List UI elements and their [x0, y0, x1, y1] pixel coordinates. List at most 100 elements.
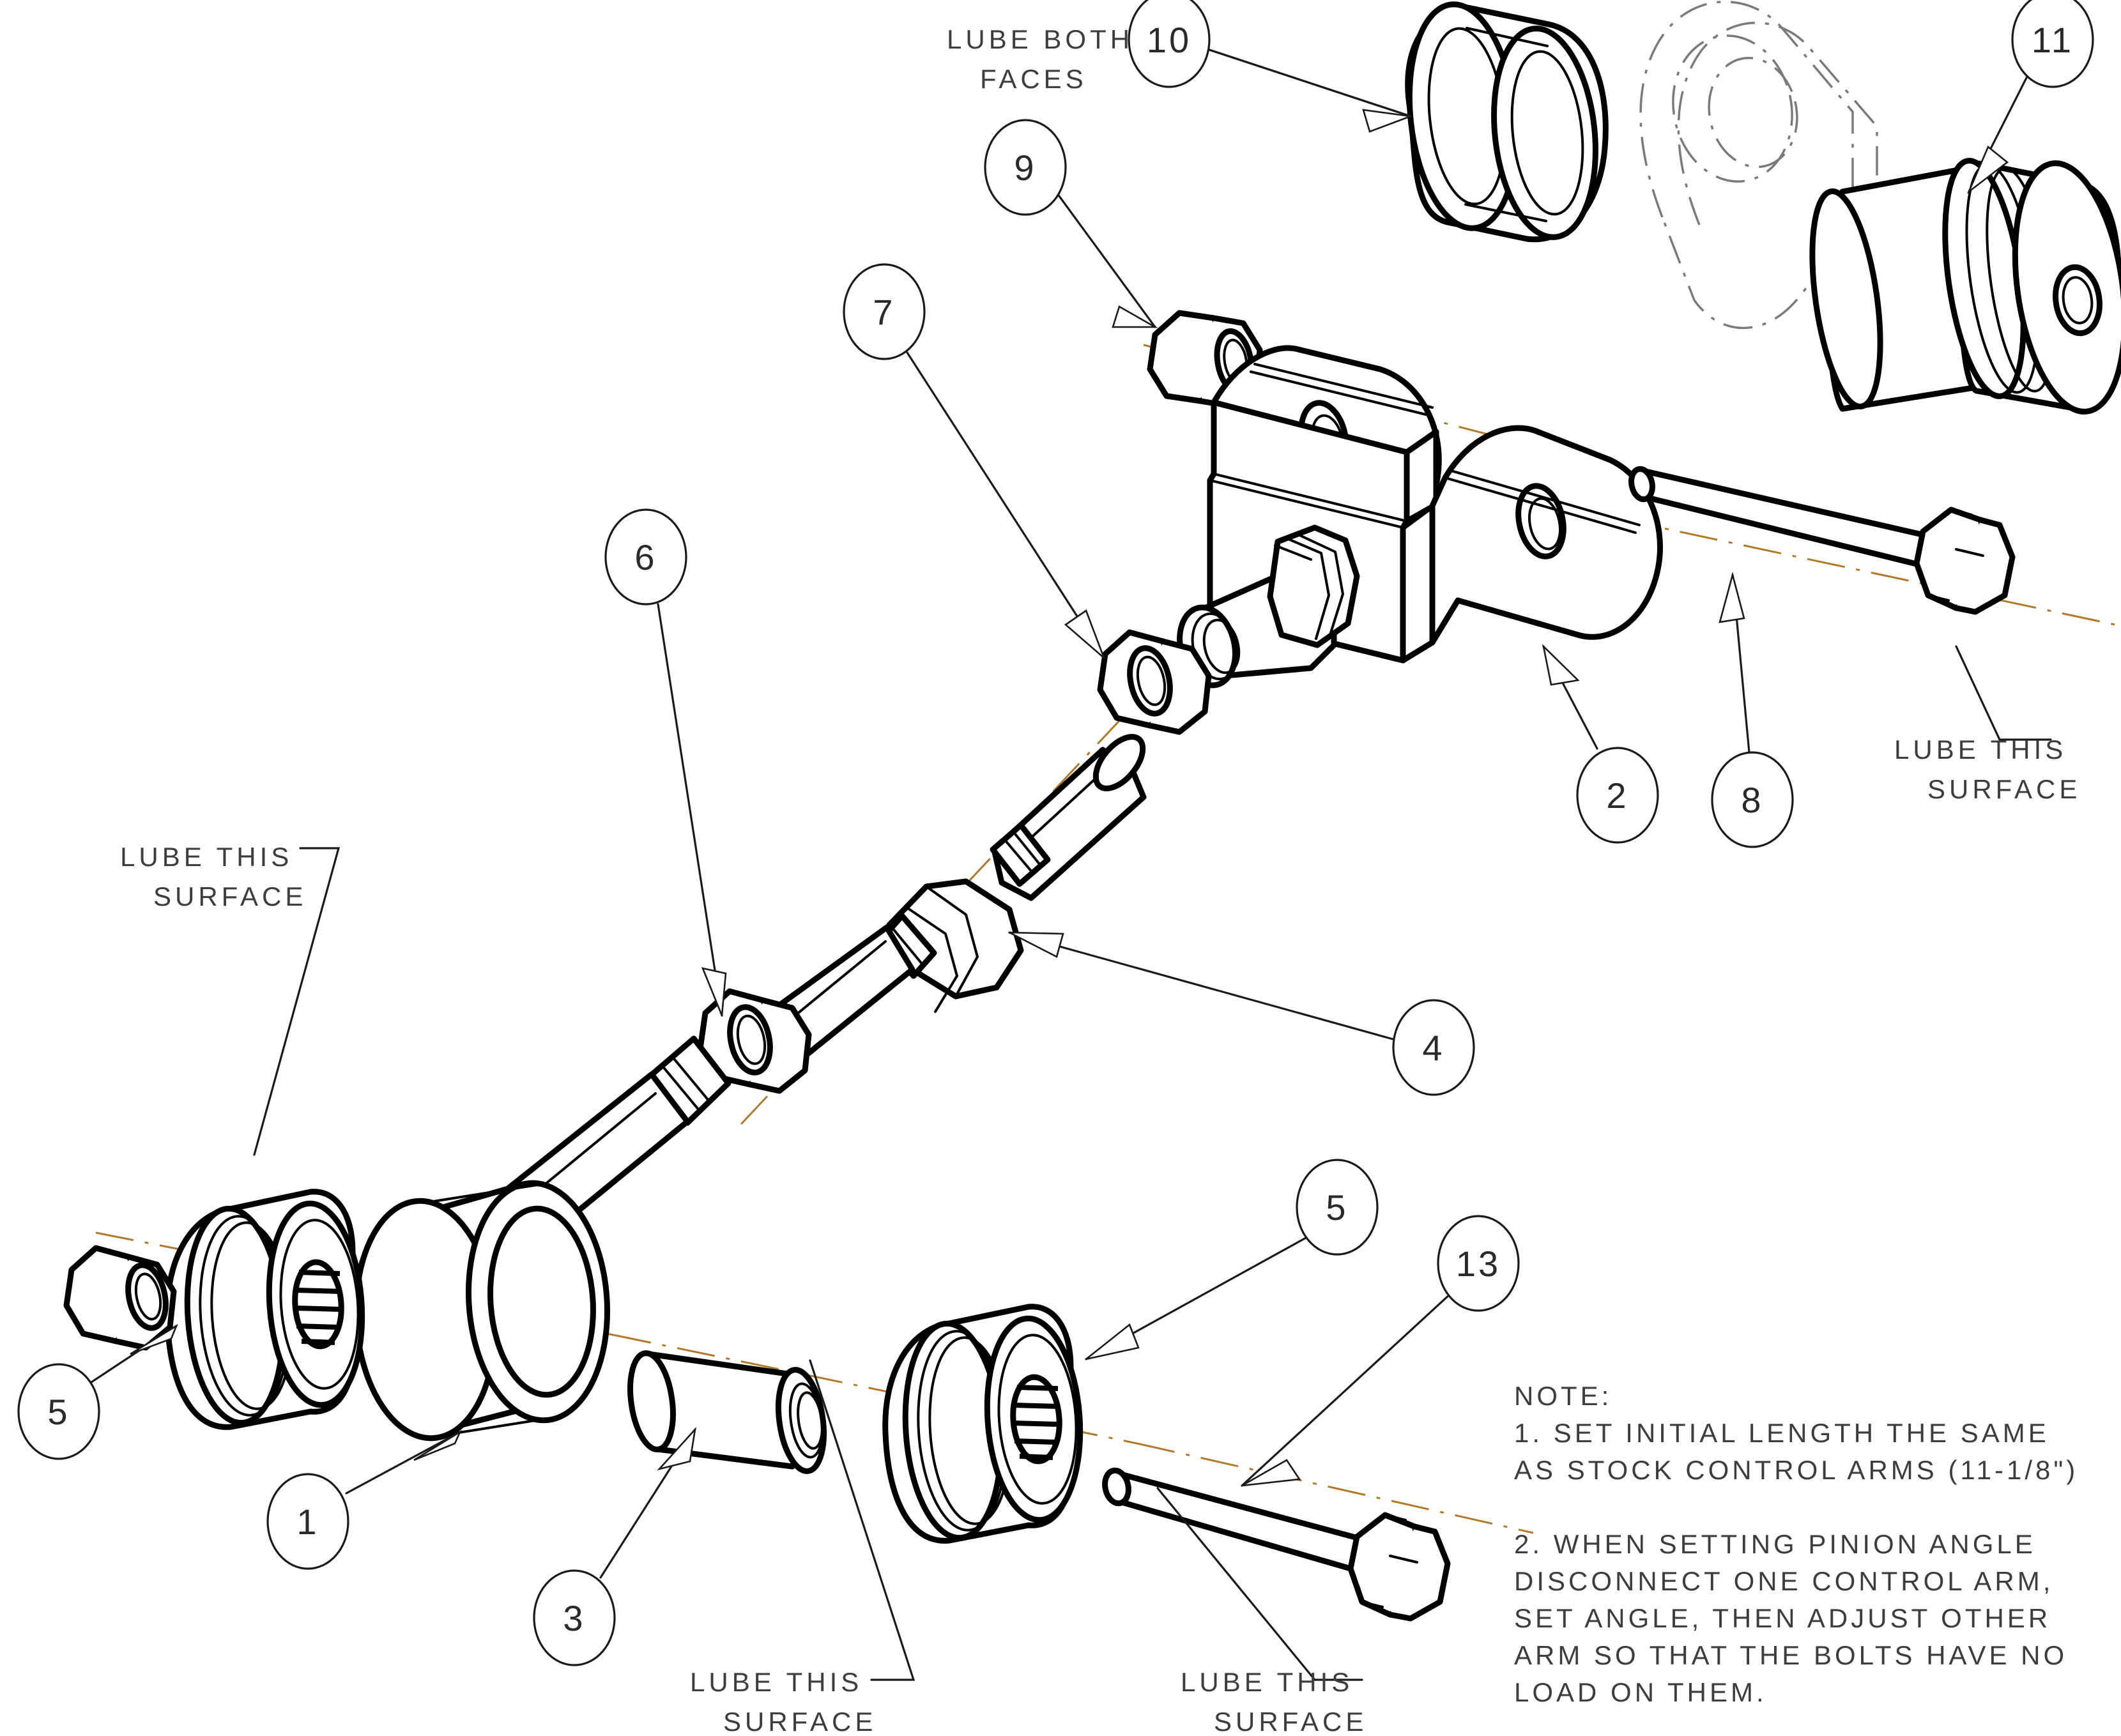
part-6-jam-nut-left — [697, 988, 812, 1094]
balloon-number: 6 — [634, 537, 657, 577]
balloon-leader-6 — [657, 603, 723, 1017]
part-5-flanged-bushing-right — [882, 1304, 1083, 1544]
balloon-13[interactable]: 13 — [1241, 1215, 1520, 1487]
balloon-number: 13 — [1456, 1244, 1501, 1284]
leader-lube-bottom-center — [1156, 1487, 1363, 1681]
annotation-lube-surface-top-right: LUBE THIS SURFACE — [1894, 735, 2081, 804]
balloon-number: 7 — [873, 292, 895, 332]
balloon-leader-9 — [1056, 192, 1156, 328]
part-5-flanged-bushing-left — [63, 1189, 365, 1430]
balloon-circle[interactable] — [1711, 751, 1794, 848]
annotation-lube-surface-left: LUBE THIS SURFACE — [120, 842, 307, 911]
balloon-leader-13 — [1241, 1293, 1451, 1487]
balloon-circle[interactable] — [1128, 0, 1211, 88]
leader-arrowhead-icon — [1009, 931, 1064, 958]
balloon-number: 1 — [296, 1502, 319, 1542]
leader-arrowhead-icon — [130, 1323, 178, 1355]
balloon-number: 10 — [1147, 20, 1191, 60]
balloon-circle[interactable] — [1296, 1159, 1379, 1256]
threaded-stud-right — [1010, 1374, 1062, 1465]
leader-lube-top-right — [1955, 645, 2052, 741]
annotation-text-layer: LUBE BOTH FACES LUBE THIS SURFACE LUBE THIS S… — [120, 24, 2081, 1736]
balloon-leader-4 — [1008, 931, 1397, 1041]
balloon-circle[interactable] — [1437, 1215, 1520, 1312]
note-line: 1. SET INITIAL LENGTH THE SAME — [1514, 1418, 2049, 1448]
balloon-6[interactable]: 6 — [604, 508, 727, 1017]
balloon-4[interactable]: 4 — [1008, 931, 1475, 1096]
annotation-line: FACES — [980, 64, 1087, 94]
leader-arrowhead-icon — [1085, 1323, 1140, 1360]
note-line: SET ANGLE, THEN ADJUST OTHER — [1514, 1603, 2051, 1633]
annotation-line: SURFACE — [153, 881, 307, 911]
balloon-5[interactable]: 5 — [17, 1323, 178, 1460]
annotation-line: LUBE THIS — [120, 842, 293, 872]
balloon-2[interactable]: 2 — [1542, 644, 1659, 844]
balloon-circle[interactable] — [604, 508, 687, 605]
annotation-line: SURFACE — [1214, 1707, 1367, 1736]
balloon-number: 11 — [2032, 20, 2074, 60]
part-8-hex-bolt-upper — [1628, 466, 2016, 615]
part-13-hex-bolt-lower — [1102, 1467, 1451, 1622]
balloon-3[interactable]: 3 — [533, 1426, 696, 1666]
balloon-layer: 1 2 3 4 5 5 6 7 8 9 10 11 13 — [17, 0, 2094, 1666]
annotation-line: SURFACE — [723, 1707, 877, 1736]
leader-arrowhead-icon — [413, 1429, 462, 1461]
annotation-line: SURFACE — [1927, 774, 2081, 804]
leader-arrowhead-icon — [1362, 109, 1411, 133]
leader-arrowhead-icon — [1112, 305, 1158, 328]
threaded-stud-left — [292, 1259, 344, 1350]
note-line: ARM SO THAT THE BOLTS HAVE NO — [1514, 1640, 2067, 1670]
annotation-lube-surface-bottom-left: LUBE THIS SURFACE — [690, 1667, 877, 1736]
part-7-jam-nut-right — [1097, 629, 1212, 735]
note-heading: NOTE: — [1514, 1381, 1612, 1411]
annotation-line: LUBE BOTH — [947, 24, 1133, 54]
balloon-circle[interactable] — [843, 263, 926, 360]
leader-arrowhead-icon — [1241, 1459, 1301, 1487]
balloon-number: 5 — [47, 1392, 70, 1432]
note-line: DISCONNECT ONE CONTROL ARM, — [1514, 1566, 2053, 1596]
balloon-9[interactable]: 9 — [984, 119, 1158, 328]
balloon-11[interactable]: 11 — [1966, 0, 2094, 195]
rod-end-stub — [1177, 524, 1360, 689]
balloon-number: 2 — [1606, 775, 1628, 816]
annotation-lube-surface-bottom-center: LUBE THIS SURFACE — [1181, 1667, 1367, 1736]
balloon-circle[interactable] — [1392, 999, 1475, 1096]
balloon-circle[interactable] — [266, 1473, 349, 1570]
note-block: NOTE: 1. SET INITIAL LENGTH THE SAME AS ST… — [1514, 1381, 2078, 1707]
balloon-number: 8 — [1741, 780, 1763, 820]
part-3-inner-sleeve — [627, 1350, 827, 1474]
balloon-circle[interactable] — [1576, 747, 1659, 844]
part-10-spacer-ring — [1405, 1, 1609, 243]
note-line: 2. WHEN SETTING PINION ANGLE — [1514, 1529, 2036, 1559]
balloon-7[interactable]: 7 — [843, 263, 1105, 659]
annotation-line: LUBE THIS — [690, 1667, 862, 1697]
annotation-line: LUBE THIS — [1894, 735, 2067, 765]
leader-arrowhead-icon — [1542, 644, 1580, 686]
balloon-circle[interactable] — [533, 1569, 616, 1666]
balloon-number: 9 — [1014, 148, 1036, 188]
balloon-circle[interactable] — [2011, 0, 2094, 88]
balloon-8[interactable]: 8 — [1711, 571, 1794, 848]
balloon-leader-7 — [906, 351, 1105, 659]
balloon-1[interactable]: 1 — [266, 1429, 462, 1570]
balloon-number: 5 — [1326, 1187, 1348, 1228]
balloon-circle[interactable] — [17, 1363, 100, 1460]
balloon-leader-10 — [1208, 49, 1412, 118]
annotation-line: LUBE THIS — [1181, 1667, 1353, 1697]
balloon-number: 3 — [563, 1598, 585, 1638]
balloon-5[interactable]: 5 — [1085, 1159, 1379, 1360]
part-11-stepped-bushing — [1809, 158, 2121, 415]
leader-lube-left — [253, 847, 341, 1156]
leader-arrowhead-icon — [1719, 571, 1745, 623]
note-line: AS STOCK CONTROL ARMS (11-1/8") — [1514, 1455, 2078, 1485]
leader-arrowhead-icon — [657, 1426, 696, 1471]
leader-lube-bottom-left — [809, 1359, 915, 1681]
leader-arrowhead-icon — [701, 967, 727, 1016]
leader-arrowhead-icon — [1966, 145, 2009, 195]
balloon-10[interactable]: 10 — [1128, 0, 1412, 133]
balloon-leader-1 — [345, 1431, 461, 1495]
balloon-circle[interactable] — [984, 119, 1067, 216]
balloon-number: 4 — [1422, 1028, 1444, 1068]
